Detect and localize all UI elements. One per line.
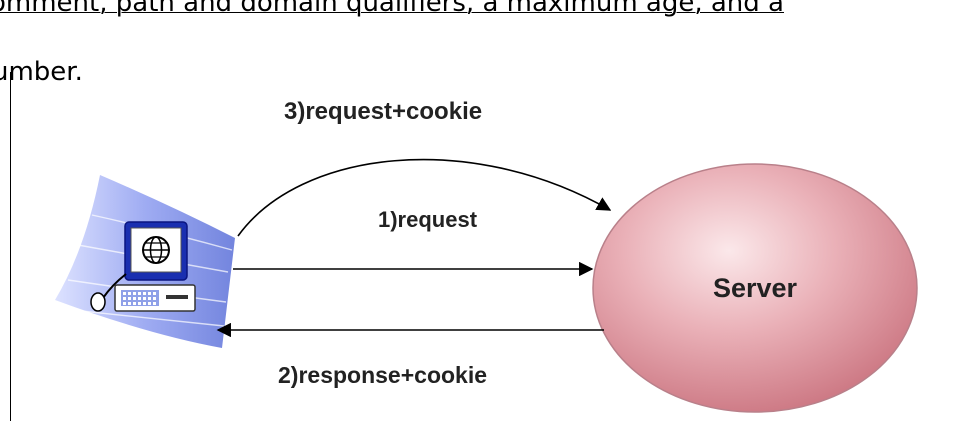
margin-rule: [10, 72, 11, 421]
server-node: Server: [592, 163, 918, 413]
document-text-line-top: omment, path and domain qualifiers, a ma…: [0, 0, 784, 18]
document-text-line-second: umber.: [0, 57, 83, 87]
server-ellipse: [592, 163, 918, 413]
arrow-request-cookie: [237, 158, 612, 237]
label-request-cookie: 3)request+cookie: [284, 98, 482, 125]
client-computer: [55, 175, 235, 348]
label-response-cookie: 2)response+cookie: [278, 362, 487, 388]
computer-icon: [90, 221, 196, 312]
label-request: 1)request: [378, 207, 478, 232]
server-label: Server: [713, 273, 798, 303]
